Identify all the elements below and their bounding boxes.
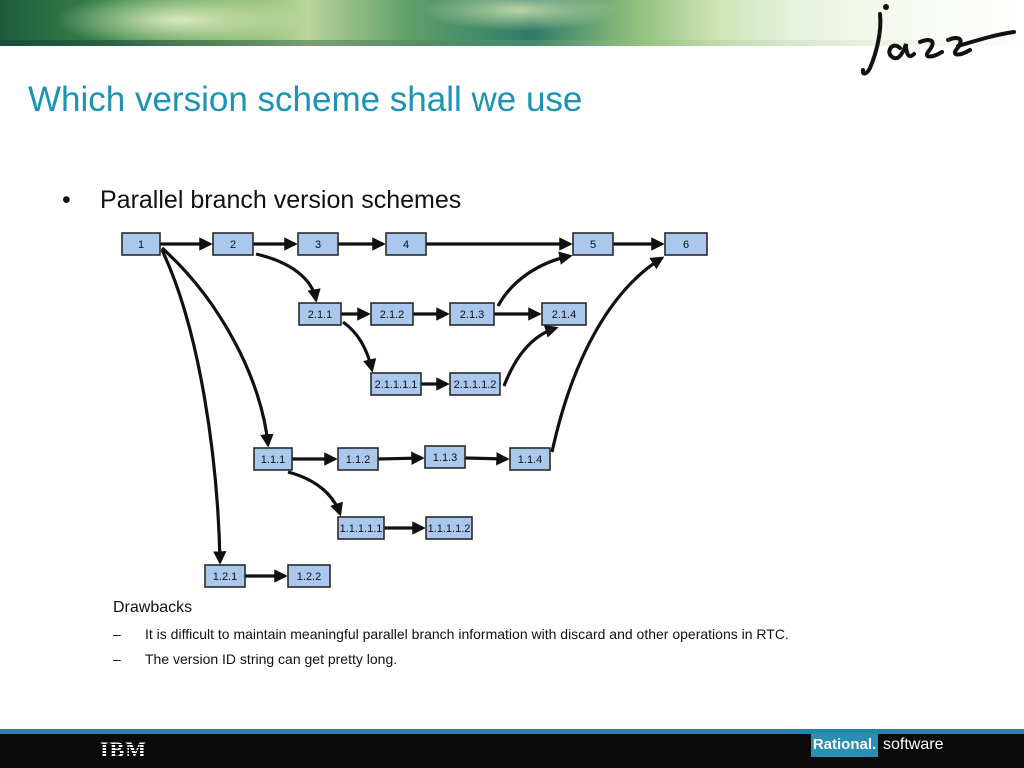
version-node-label: 2.1.3 (460, 309, 484, 321)
version-node-label: 5 (590, 239, 596, 251)
bullet-text: Parallel branch version schemes (100, 186, 462, 214)
version-node-box (664, 232, 708, 256)
version-node: 2.1.1 (298, 302, 342, 326)
version-node: 6 (664, 232, 708, 256)
ibm-logo: IBM (100, 739, 162, 761)
version-node-box (297, 232, 339, 256)
version-node: 1.1.2 (337, 447, 379, 471)
version-node: 4 (385, 232, 427, 256)
version-node-label: 1.1.3 (433, 452, 457, 464)
version-node-box (449, 372, 501, 396)
version-node-box (121, 232, 161, 256)
version-node: 2.1.1.1.2 (449, 372, 501, 396)
version-node: 3 (297, 232, 339, 256)
version-node-label: 3 (315, 239, 321, 251)
drawbacks-heading: Drawbacks (113, 599, 193, 616)
version-node-box (204, 564, 246, 588)
drawback-text: It is difficult to maintain meaningful p… (145, 626, 789, 642)
rational-logo: Rational. (811, 733, 878, 757)
version-node: 2.1.4 (541, 302, 587, 326)
dash-marker: – (113, 626, 121, 642)
edge-arrow (255, 252, 321, 303)
edge-arrow (377, 451, 425, 465)
version-node-box (212, 232, 254, 256)
version-node-box (385, 232, 427, 256)
version-node-box (424, 445, 466, 469)
version-node: 1.1.1.1.1 (337, 516, 385, 540)
version-node-label: 4 (403, 239, 409, 251)
bullet-marker: • (62, 186, 71, 214)
edge-arrow (342, 320, 377, 373)
version-node: 2.1.3 (449, 302, 495, 326)
version-node-box (425, 516, 473, 540)
version-node-box (370, 372, 422, 396)
nodes-layer: 1 2 3 4 5 6 2.1.1 2.1.2 2.1.3 2.1.4 2.1.1.1.1 2.1.1… (121, 232, 708, 588)
version-node-box (287, 564, 331, 588)
version-node-box (298, 302, 342, 326)
edge-arrow (502, 324, 559, 387)
version-node-box (337, 447, 379, 471)
version-node: 2.1.1.1.1 (370, 372, 422, 396)
version-node-box (509, 447, 551, 471)
version-node: 2 (212, 232, 254, 256)
version-node-label: 1.1.1 (261, 454, 285, 466)
version-node: 1.1.1.1.2 (425, 516, 473, 540)
edge-arrow (160, 249, 227, 565)
version-node: 1.1.3 (424, 445, 466, 469)
version-node-label: 2.1.2 (380, 309, 404, 321)
version-node-box (572, 232, 614, 256)
version-node: 1 (121, 232, 161, 256)
drawback-text: The version ID string can get pretty lon… (145, 651, 398, 667)
version-node-label: 1.1.1.1.2 (428, 523, 471, 535)
version-node-label: 2 (230, 239, 236, 251)
software-label: software (883, 736, 944, 753)
version-node-label: 1.1.4 (518, 454, 542, 466)
edges-layer (160, 237, 665, 583)
drawback-item: – The version ID string can get pretty lo… (113, 651, 397, 667)
edge-arrow (160, 246, 274, 448)
version-node: 2.1.2 (370, 302, 414, 326)
version-node-label: 1.1.2 (346, 454, 370, 466)
edge-arrow (496, 251, 573, 307)
version-node-label: 2.1.1.1.1 (375, 379, 418, 391)
edge-arrow (550, 256, 665, 453)
version-node-box (337, 516, 385, 540)
version-node-label: 2.1.4 (552, 309, 576, 321)
version-node-label: 1.2.1 (213, 571, 237, 583)
version-node: 1.1.4 (509, 447, 551, 471)
jazz-logo (860, 4, 1016, 76)
slide-title: Which version scheme shall we use (28, 80, 583, 119)
version-node-label: 1.2.2 (297, 571, 321, 583)
edge-arrow (464, 452, 510, 466)
version-node: 5 (572, 232, 614, 256)
version-node-box (370, 302, 414, 326)
version-node-box (449, 302, 495, 326)
bullet-item: • Parallel branch version schemes (62, 186, 461, 215)
drawback-item: – It is difficult to maintain meaningful … (113, 626, 789, 642)
footer-accent-line (0, 729, 1024, 734)
version-node: 1.2.2 (287, 564, 331, 588)
edge-arrow (287, 470, 343, 517)
version-node: 1.2.1 (204, 564, 246, 588)
dash-marker: – (113, 651, 121, 667)
version-node-label: 1 (138, 239, 144, 251)
version-node-label: 2.1.1.1.2 (454, 379, 497, 391)
version-node-box (253, 447, 293, 471)
version-node-label: 6 (683, 239, 689, 251)
version-node-label: 2.1.1 (308, 309, 332, 321)
version-node-label: 1.1.1.1.1 (340, 523, 383, 535)
version-node: 1.1.1 (253, 447, 293, 471)
top-banner (0, 0, 1024, 46)
version-node-box (541, 302, 587, 326)
